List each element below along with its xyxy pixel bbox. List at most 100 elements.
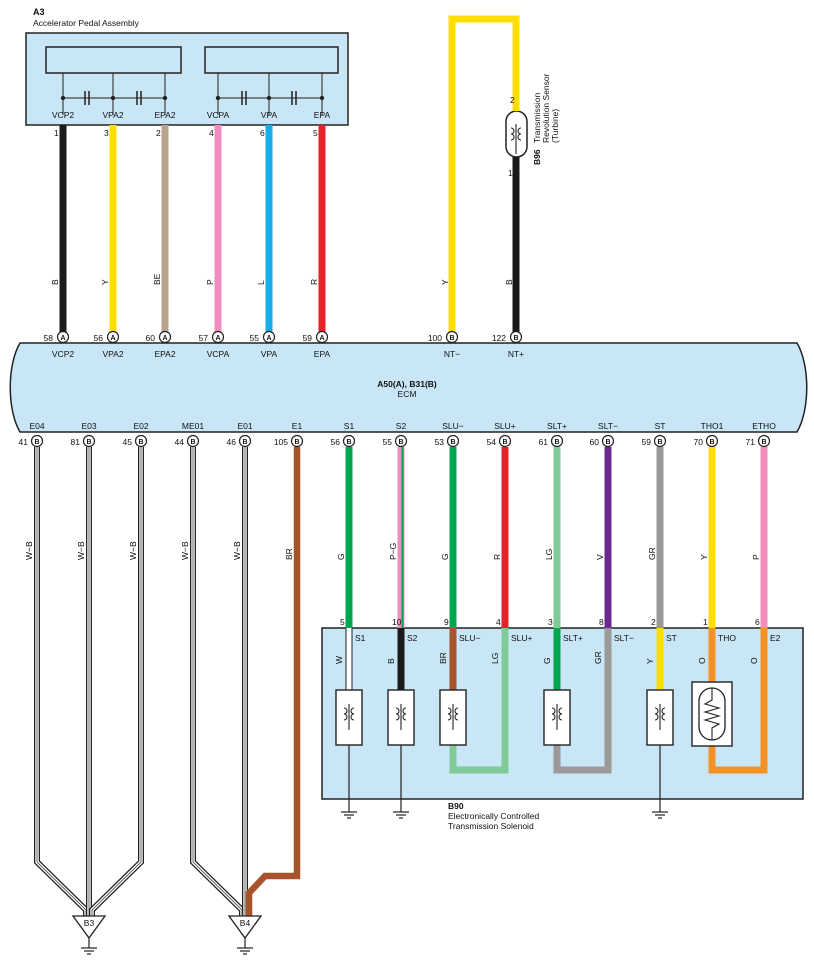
ecm-pin-label: THO1 — [701, 421, 724, 431]
ecm-pin-number: 55 — [383, 437, 393, 447]
wire-color-code: P — [751, 554, 761, 560]
solenoid-pin-number: 10 — [392, 617, 402, 627]
ecm-pin-label: E01 — [237, 421, 252, 431]
solenoid-terminal-label: SLU− — [459, 633, 481, 643]
ecm-pin-number: 54 — [487, 437, 497, 447]
connector-letter: B — [346, 439, 351, 446]
ecm-name: ECM — [398, 389, 417, 399]
wire-wb-core — [35, 447, 88, 916]
solenoid-grounds — [341, 799, 668, 819]
ecm-pin-label: SLT− — [598, 421, 618, 431]
ecm-pin-label: EPA — [314, 349, 331, 359]
wire-internal — [553, 628, 612, 774]
wire-color-code: GR — [647, 547, 657, 560]
ecm-pin-label: VPA — [261, 349, 278, 359]
ecm-pin-label: E02 — [133, 421, 148, 431]
solenoid-code: B90 — [448, 801, 464, 811]
ecm-pin-number: 61 — [539, 437, 549, 447]
connector-pin-icon — [509, 330, 523, 344]
ecm-pin-number: 45 — [123, 437, 133, 447]
ecm-pin-number: 59 — [303, 333, 313, 343]
ground-triangle-icon — [71, 915, 107, 940]
connector-letter: B — [86, 439, 91, 446]
ecm-pin-label: E1 — [292, 421, 303, 431]
coil-icon — [551, 704, 563, 730]
ecm-pin-number: 58 — [44, 333, 54, 343]
connector-letter: A — [162, 335, 167, 342]
connector-letter: B — [761, 439, 766, 446]
wire-color-code: Y — [100, 279, 110, 285]
wire-wb-outline — [89, 447, 144, 916]
ecm-pin-number: 81 — [71, 437, 81, 447]
wire-color-code: Y — [440, 279, 450, 285]
solenoid-terminal-label: SLT− — [614, 633, 634, 643]
pin-number: 1 — [54, 128, 59, 138]
wire-color-code: Y — [699, 554, 709, 560]
wire-color-code: B — [50, 279, 60, 285]
ground-symbol-icon — [81, 938, 97, 955]
connector-letter: B — [709, 439, 714, 446]
ecm-pin-number: 59 — [642, 437, 652, 447]
wire-color-code: LG — [544, 549, 554, 560]
connector-pin-icon — [445, 330, 459, 344]
wire-color-code: GR — [593, 651, 603, 664]
pin-number: 5 — [313, 128, 318, 138]
connector-pin-icon — [315, 330, 329, 344]
solenoid-pin-number: 2 — [651, 617, 656, 627]
wire-color-code: R — [492, 554, 502, 560]
wire-color-code: W−B — [24, 541, 34, 560]
ecm-pin-label: S2 — [396, 421, 407, 431]
connector-letter: B — [554, 439, 559, 446]
ecm-pin-number: 41 — [19, 437, 29, 447]
connector-pin-icon — [550, 434, 564, 448]
solenoid-pin-number: 3 — [548, 617, 553, 627]
solenoid-pin-number: 5 — [340, 617, 345, 627]
sensor-name-line: Revolution Sensor — [541, 73, 551, 143]
accelerator-code: A3 — [33, 7, 45, 17]
connector-pin-icon — [394, 434, 408, 448]
wire-wb-center — [192, 447, 243, 916]
connector-pin-icon — [446, 434, 460, 448]
ecm-pin-label: SLT+ — [547, 421, 567, 431]
ground-symbol-icon — [237, 938, 253, 955]
solenoid-pin-number: 4 — [496, 617, 501, 627]
wire-color-code: R — [309, 279, 319, 285]
connector-letter: B — [138, 439, 143, 446]
solenoid-terminal-label: SLU+ — [511, 633, 533, 643]
pin-number: 6 — [260, 128, 265, 138]
ecm-pin-label: VCPA — [207, 349, 230, 359]
ecm-pin-number: 57 — [199, 333, 209, 343]
ecm-pin-label: SLU+ — [494, 421, 516, 431]
ecm-pin-label: NT− — [444, 349, 460, 359]
ecm-pin-number: 122 — [492, 333, 506, 343]
coil-icon — [447, 704, 459, 730]
connector-letter: B — [513, 335, 518, 342]
ecm-pin-label: ME01 — [182, 421, 204, 431]
coil-icon — [343, 704, 355, 730]
ecm-pin-label: VPA2 — [102, 349, 123, 359]
connector-pin-icon — [262, 330, 276, 344]
wire-color-code: BR — [438, 652, 448, 664]
connector-letter: B — [190, 439, 195, 446]
solenoid-name-line: Transmission Solenoid — [448, 821, 534, 831]
connector-pin-icon — [186, 434, 200, 448]
junction-dots — [60, 95, 325, 101]
wire-e1 — [245, 447, 301, 916]
pin-number: 2 — [156, 128, 161, 138]
sensor-pin-top: 2 — [510, 95, 515, 105]
sensor-element-2 — [204, 46, 339, 74]
wire-wb-core — [191, 447, 244, 916]
connector-pin-icon — [82, 434, 96, 448]
pin-number: 3 — [104, 128, 109, 138]
ecm-pin-label: EPA2 — [154, 349, 175, 359]
wire-color-code: W−B — [232, 541, 242, 560]
connector-letter: B — [450, 439, 455, 446]
wire-color-code: W — [334, 656, 344, 664]
wire-color-code: LG — [490, 653, 500, 664]
wire-color-code: W−B — [180, 541, 190, 560]
solenoid-terminal-label: E2 — [770, 633, 781, 643]
ecm-pin-label: NT+ — [508, 349, 524, 359]
connector-letter: A — [215, 335, 220, 342]
